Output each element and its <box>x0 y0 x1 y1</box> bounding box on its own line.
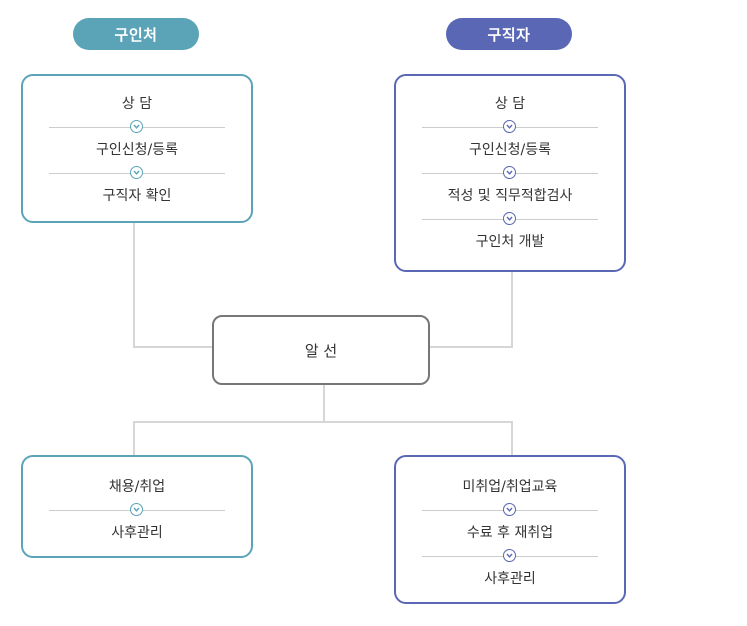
chevron-down-icon <box>130 120 143 133</box>
separator <box>422 206 598 232</box>
connector-branch-right <box>511 421 513 456</box>
employer-process-box: 상 담 구인신청/등록 구직자 확인 <box>21 74 253 223</box>
seeker-process-box: 상 담 구인신청/등록 적성 및 직무적합검사 구인처 개발 <box>394 74 626 272</box>
chevron-down-icon <box>503 120 516 133</box>
connector-employer-horizontal <box>133 346 213 348</box>
seeker-step-consult: 상 담 <box>494 96 526 112</box>
placement-box: 알 선 <box>212 315 430 385</box>
seeker-step-aptitude: 적성 및 직무적합검사 <box>447 188 573 204</box>
seeker-step-develop: 구인처 개발 <box>475 234 545 250</box>
connector-branch-left <box>133 421 135 456</box>
employer-step-confirm: 구직자 확인 <box>102 188 172 204</box>
separator <box>49 114 225 140</box>
connector-center-down <box>323 385 325 423</box>
employment-step-followup: 사후관리 <box>111 525 163 541</box>
connector-employer-vertical <box>133 222 135 348</box>
connector-branch-horizontal <box>133 421 513 423</box>
chevron-down-icon <box>503 166 516 179</box>
separator <box>49 160 225 186</box>
separator <box>422 497 598 523</box>
unemployed-step-followup: 사후관리 <box>484 571 536 587</box>
employer-step-consult: 상 담 <box>121 96 153 112</box>
chevron-down-icon <box>130 166 143 179</box>
separator <box>49 497 225 523</box>
chevron-down-icon <box>503 503 516 516</box>
separator <box>422 160 598 186</box>
employer-pill: 구인처 <box>73 18 199 50</box>
employment-step-hired: 채용/취업 <box>108 479 166 495</box>
unemployed-outcome-box: 미취업/취업교육 수료 후 재취업 사후관리 <box>394 455 626 604</box>
chevron-down-icon <box>503 212 516 225</box>
chevron-down-icon <box>130 503 143 516</box>
placement-label: 알 선 <box>304 341 338 360</box>
employer-step-register: 구인신청/등록 <box>96 142 178 158</box>
separator <box>422 114 598 140</box>
separator <box>422 543 598 569</box>
connector-seeker-horizontal <box>430 346 513 348</box>
unemployed-step-reemploy: 수료 후 재취업 <box>466 525 554 541</box>
unemployed-step-training: 미취업/취업교육 <box>462 479 558 495</box>
connector-seeker-vertical <box>511 271 513 348</box>
seeker-step-register: 구인신청/등록 <box>469 142 551 158</box>
employment-outcome-box: 채용/취업 사후관리 <box>21 455 253 558</box>
seeker-pill: 구직자 <box>446 18 572 50</box>
chevron-down-icon <box>503 549 516 562</box>
